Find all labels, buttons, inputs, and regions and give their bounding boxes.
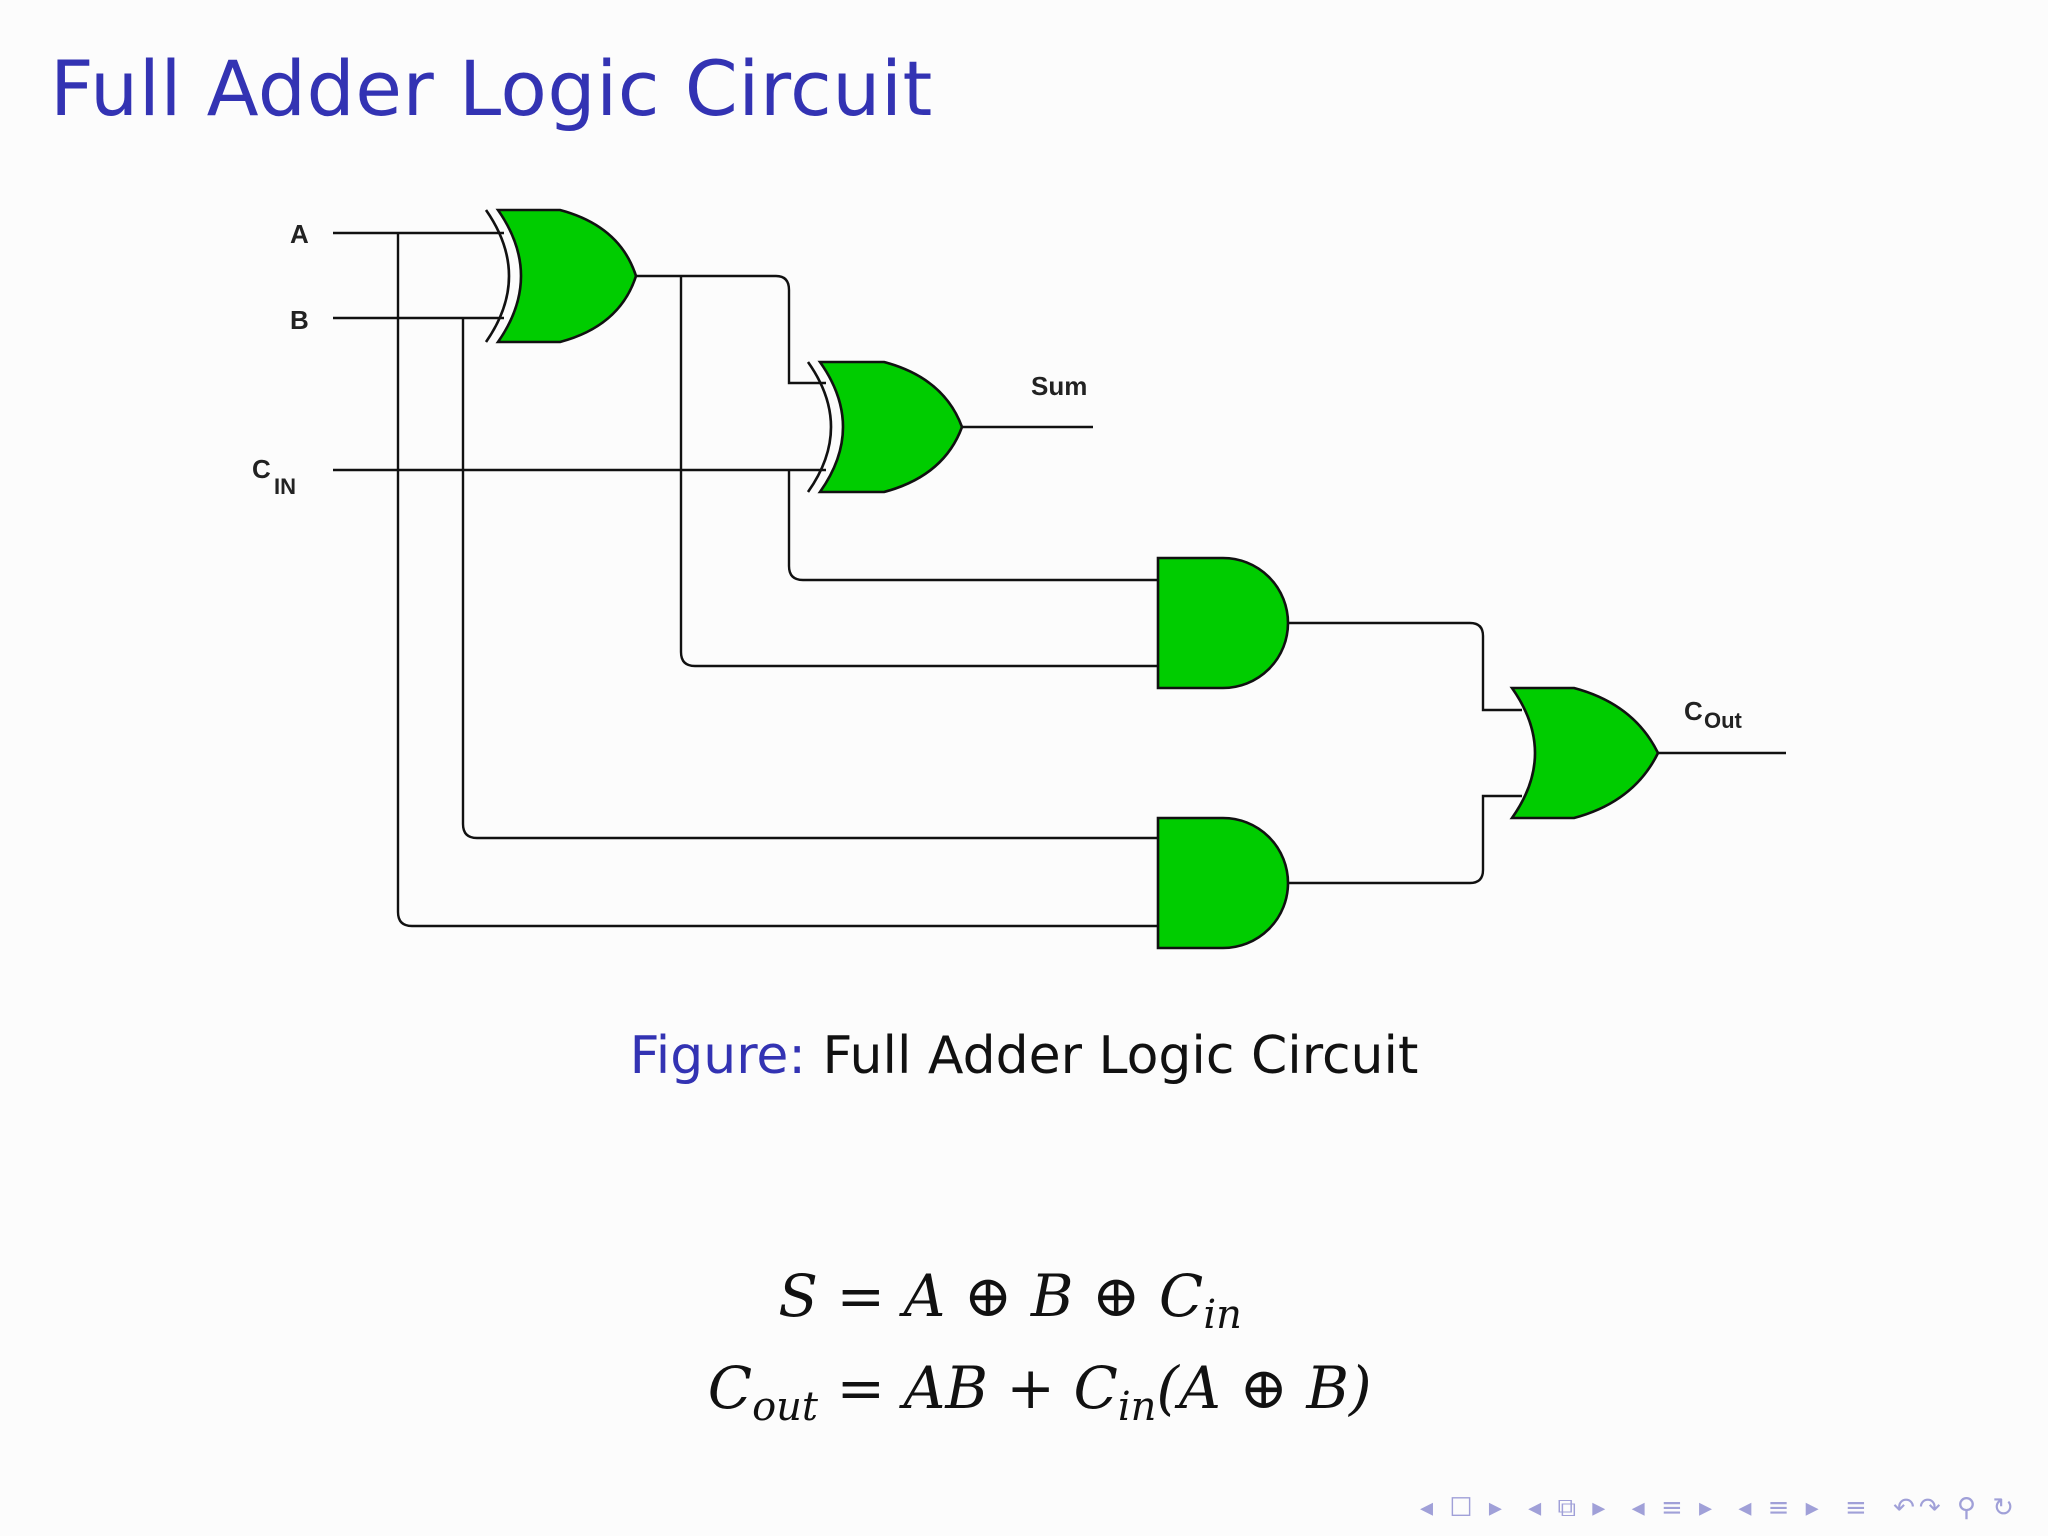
- cout-rhs-sub: in: [1117, 1384, 1157, 1430]
- sum-equation: S = A ⊕ B ⊕ Cin: [706, 1262, 1242, 1338]
- and-gate-1: [1156, 556, 1290, 690]
- sum-rhs: = A ⊕ B ⊕ Cin: [836, 1262, 1241, 1338]
- cout-lhs-main: C: [707, 1354, 753, 1422]
- nav-align-icon[interactable]: ≡: [1845, 1493, 1871, 1523]
- sum-rhs-sub: in: [1203, 1292, 1242, 1338]
- cin-label-sub: IN: [274, 474, 296, 499]
- cout-lhs-sub: out: [752, 1384, 818, 1430]
- wire-b-to-and2: [461, 318, 1158, 840]
- or-gate: [1509, 686, 1660, 820]
- sum-rhs-main: = A ⊕ B ⊕ C: [836, 1262, 1204, 1330]
- beamer-navigation-bar: ◂ ☐ ▸ ◂ ⧉ ▸ ◂ ≡ ▸ ◂ ≡ ▸ ≡ ↶↷ ⚲ ↻: [1420, 1493, 2028, 1524]
- xor-gate-1: [484, 208, 638, 344]
- nav-subsection-button[interactable]: ◂ ≡ ▸: [1631, 1493, 1717, 1523]
- wire-cin-to-and1: [787, 470, 1158, 582]
- nav-section-button[interactable]: ◂ ⧉ ▸: [1528, 1493, 1610, 1523]
- output-label-cout: C Out: [1684, 696, 1743, 733]
- figure-caption: Figure: Full Adder Logic Circuit: [0, 1026, 2048, 1086]
- nav-frame-button[interactable]: ◂ ☐ ▸: [1419, 1493, 1506, 1523]
- input-label-b: B: [290, 305, 309, 335]
- cout-equation: Cout = AB + Cin(A ⊕ B): [706, 1354, 1372, 1430]
- and-gate-2: [1156, 816, 1290, 950]
- cout-rhs-a: = AB + C: [836, 1354, 1118, 1422]
- input-label-cin: C IN: [252, 454, 296, 499]
- cout-label-sub: Out: [1704, 708, 1743, 733]
- nav-search-icon[interactable]: ↶↷ ⚲ ↻: [1893, 1493, 2018, 1523]
- xor-gate-2: [806, 360, 964, 494]
- wire-xor1-to-and1: [679, 276, 1158, 668]
- output-label-sum: Sum: [1031, 371, 1087, 401]
- wire-a-to-and2: [396, 233, 1158, 928]
- cout-rhs: = AB + Cin(A ⊕ B): [836, 1354, 1371, 1430]
- slide-title: Full Adder Logic Circuit: [50, 44, 933, 133]
- wire-and1-to-or: [1288, 621, 1522, 712]
- cout-lhs: Cout: [706, 1354, 818, 1430]
- cin-label-main: C: [252, 454, 271, 484]
- caption-text: Full Adder Logic Circuit: [822, 1026, 1419, 1086]
- input-label-a: A: [290, 219, 309, 249]
- wire-xor1-output: [636, 274, 826, 385]
- cout-rhs-b: (A ⊕ B): [1156, 1354, 1372, 1422]
- cout-label-main: C: [1684, 696, 1703, 726]
- wire-and2-to-or: [1288, 794, 1522, 885]
- caption-label: Figure:: [629, 1026, 806, 1086]
- sum-lhs: S: [778, 1262, 818, 1330]
- nav-slide-button[interactable]: ◂ ≡ ▸: [1738, 1493, 1823, 1523]
